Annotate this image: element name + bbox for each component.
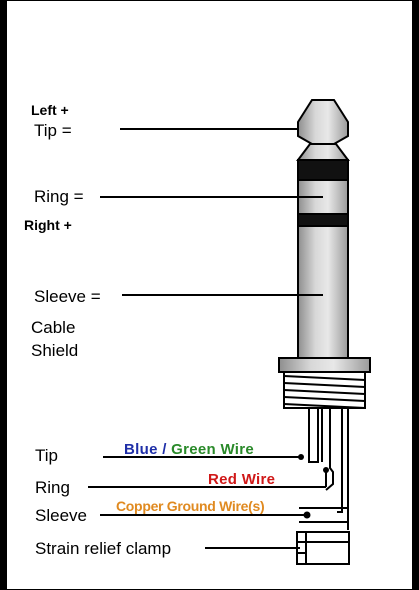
internal-lugs [299,408,349,530]
tip-neck [296,143,350,161]
tip-contact [297,99,349,145]
blue-green-wire-label: Blue / Green Wire [124,441,254,458]
cable-label: Cable [31,318,76,337]
left-plus-label: Left + [31,102,69,118]
red-wire-label: Red Wire [208,471,276,488]
right-plus-label: Right + [24,217,72,233]
sleeve-contact [297,225,349,359]
strain-relief-clamp-label: Strain relief clamp [35,539,172,558]
tip-label: Tip [35,446,58,465]
green-wire-text: Green Wire [171,441,255,458]
ring-equals-label: Ring = [34,187,84,206]
tip-solder-point [298,454,304,460]
insulator-band-1 [297,159,349,181]
leader-lines [88,128,327,549]
wire-slash: / [162,441,167,458]
sleeve-equals-label: Sleeve = [34,287,101,306]
ring-label: Ring [35,478,70,497]
collar [278,357,371,373]
copper-ground-wire-label: Copper Ground Wire(s) [116,498,265,514]
insulator-band-2 [297,213,349,227]
sleeve-label: Sleeve [35,506,87,525]
sleeve-solder-point [303,511,311,519]
blue-wire-text: Blue [124,441,158,458]
tip-equals-label: Tip = [34,121,72,140]
shield-label: Shield [31,341,79,360]
ring-solder-point [323,467,329,473]
strain-relief-clamp-shape [296,531,350,565]
